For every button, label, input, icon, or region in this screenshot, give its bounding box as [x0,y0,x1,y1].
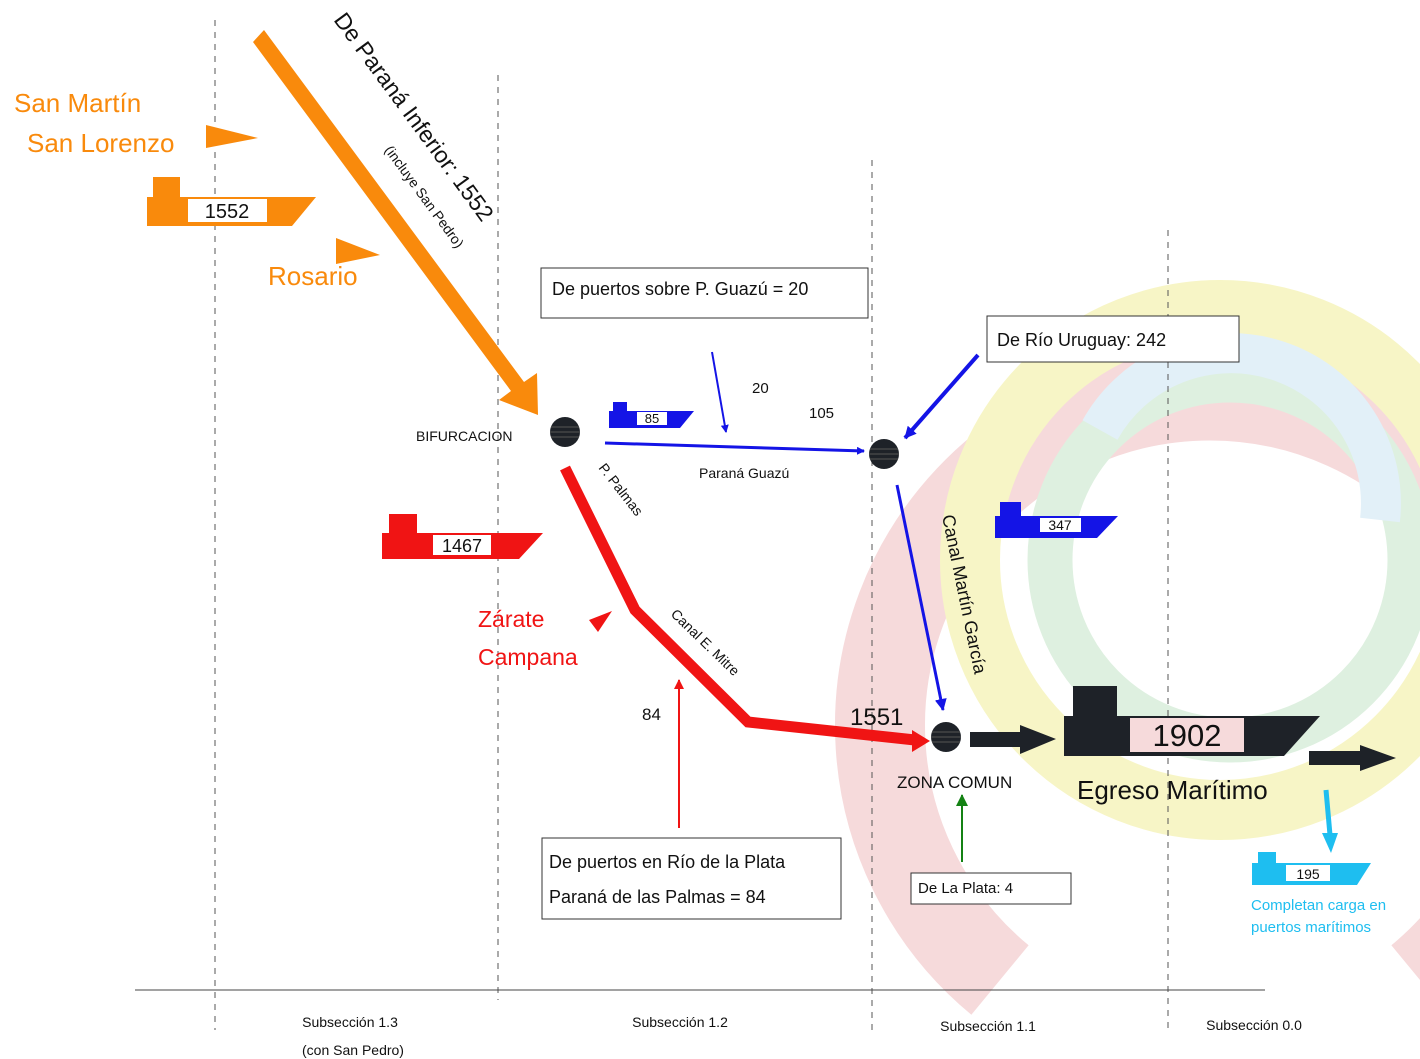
palmas-mitre-arrowhead [912,730,930,752]
box-rio-uruguay: De Río Uruguay: 242 [986,315,1240,363]
label-subsection-1-2: Subsección 1.2 [632,1014,728,1030]
label-rosario: Rosario [268,261,358,291]
ship-orange: 1552 [147,177,316,226]
ship-red: 1467 [382,514,543,559]
label-bifurcacion: BIFURCACION [416,428,512,444]
box-rio-uruguay-text: De Río Uruguay: 242 [997,330,1166,350]
value-palmas-inflow: 84 [642,705,661,724]
parana-inferior-arrow [253,30,538,415]
value-zona-total: 1551 [850,704,903,731]
watermark-ring-blue [1082,333,1401,523]
label-p-palmas: P. Palmas [596,460,647,519]
ship-dark-value: 1902 [1153,718,1222,753]
label-egreso: Egreso Marítimo [1077,775,1268,805]
ship-blue-large-value: 347 [1048,517,1072,533]
value-guazu-inflow: 20 [752,380,769,397]
node-bifurcacion [550,417,580,447]
san-martin-marker [206,125,258,148]
label-campana: Campana [478,644,578,670]
label-subsection-1-1: Subsección 1.1 [940,1018,1036,1034]
ship-orange-value: 1552 [205,201,250,223]
egreso-out-arrow [1309,745,1396,771]
cyan-down-arrow-stem [1323,789,1333,836]
label-canal-mitre: Canal E. Mitre [668,606,743,679]
background-watermark [835,280,1420,1015]
node-guazu [869,439,899,469]
ship-cyan-value: 195 [1296,866,1320,882]
box-la-plata: De La Plata: 4 [910,872,1072,905]
label-subsection-1-3: Subsección 1.3 [302,1014,398,1030]
value-guazu-flow: 105 [809,405,834,422]
box-la-plata-text: De La Plata: 4 [918,880,1013,897]
canal-martin-garcia-arrow [895,484,947,711]
watermark-ring-yellow [940,280,1420,840]
label-completan-1: Completan carga en [1251,897,1386,914]
subsection-separators [214,20,1169,1030]
ship-blue-large: 347 [995,502,1118,538]
rio-uruguay-arrow [903,353,980,440]
palmas-mitre-route [560,465,916,746]
ship-dark: 1902 [1064,686,1320,756]
cyan-down-arrow-head [1322,833,1338,853]
node-zona-comun [931,722,961,752]
box-rio-plata-line1: De puertos en Río de la Plata [549,852,786,872]
zarate-marker [589,611,612,632]
ship-red-value: 1467 [442,536,482,556]
ship-cyan: 195 [1252,852,1371,885]
label-completan-2: puertos marítimos [1251,919,1371,936]
label-zarate: Zárate [478,606,544,632]
box-rio-plata: De puertos en Río de la Plata Paraná de … [541,837,842,920]
box-guazu-ports: De puertos sobre P. Guazú = 20 [540,267,869,319]
zona-to-egreso-arrow [970,725,1056,754]
rosario-marker [336,238,380,264]
ship-blue-small-value: 85 [645,411,659,426]
guazu-ports-inflow-arrow [711,351,729,433]
ship-blue-small: 85 [609,402,694,428]
box-rio-plata-line2: Paraná de las Palmas = 84 [549,887,766,907]
label-zona-comun: ZONA COMUN [897,773,1012,792]
label-san-lorenzo: San Lorenzo [27,128,174,158]
label-subsection-1-3-sub: (con San Pedro) [302,1042,404,1058]
box-guazu-ports-text: De puertos sobre P. Guazú = 20 [552,279,808,299]
label-parana-guazu: Paraná Guazú [699,465,789,481]
label-subsection-0-0: Subsección 0.0 [1206,1017,1302,1033]
parana-guazu-arrow [604,441,865,455]
label-san-martin: San Martín [14,88,141,118]
